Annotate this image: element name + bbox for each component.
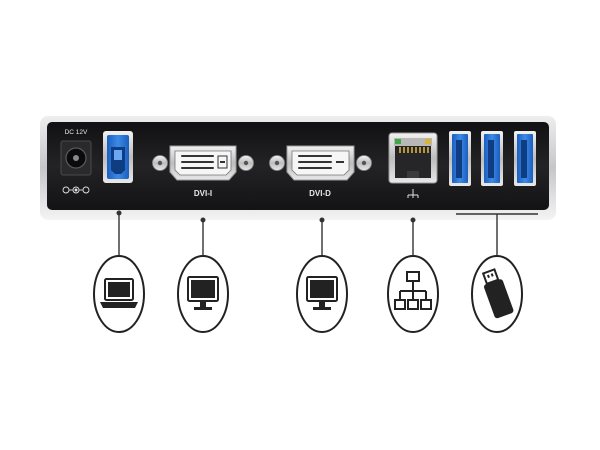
dvi-d-port: DVI-D	[269, 145, 372, 198]
usb-drive-icon	[471, 255, 523, 333]
monitor-icon	[296, 255, 348, 333]
ethernet-port	[388, 132, 438, 198]
usb-a-port	[449, 131, 471, 186]
usb-a-port	[481, 131, 503, 186]
usb-a-ports	[449, 131, 536, 186]
dvi-i-port: DVI-I	[152, 145, 254, 198]
monitor-icon	[177, 255, 229, 333]
polarity-icon	[62, 186, 90, 194]
dvi-d-label: DVI-D	[309, 189, 331, 198]
laptop-icon	[93, 255, 145, 333]
callout-lines	[116, 210, 538, 255]
network-icon	[387, 255, 439, 333]
usb-b-upstream-port	[103, 131, 133, 183]
usb-a-port	[514, 131, 536, 186]
dc-power-port: DC 12V	[60, 129, 92, 194]
dvi-i-label: DVI-I	[194, 189, 212, 198]
dc-label: DC 12V	[65, 129, 88, 136]
lan-symbol-icon	[407, 189, 419, 198]
